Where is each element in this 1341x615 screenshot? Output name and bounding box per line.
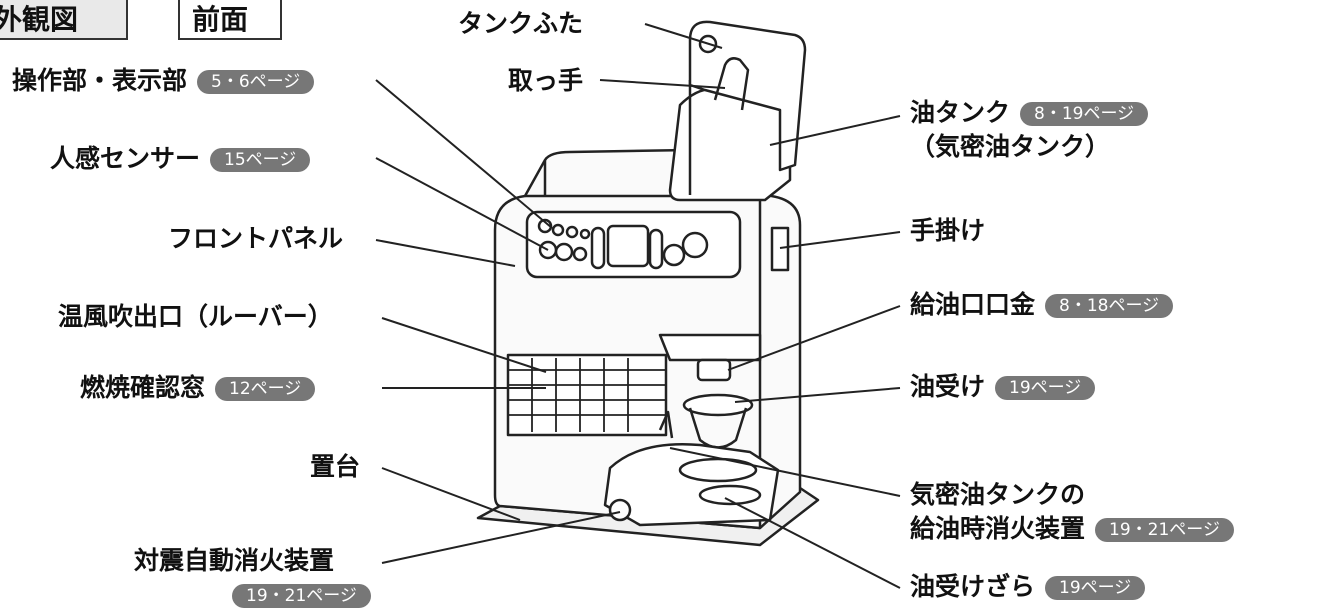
label-tank-device-line1: 気密油タンクの [910, 480, 1086, 509]
label-tank-device-line2: 給油時消火装置 19・21ページ [910, 514, 1234, 544]
sensor-page-ref: 15ページ [210, 148, 311, 172]
oil-receiver-page-ref: 19ページ [995, 376, 1096, 400]
control-panel-text: 操作部・表示部 [12, 66, 188, 95]
quake-device-page-ref: 19・21ページ [232, 584, 371, 608]
tank-device-text: 給油時消火装置 [910, 514, 1086, 543]
figure-title: 外観図 [0, 0, 128, 40]
oil-tank-text: 油タンク [910, 98, 1011, 127]
tank-device-page-ref: 19・21ページ [1095, 518, 1234, 542]
filler-cap-text: 給油口口金 [910, 290, 1036, 319]
label-outlet: 温風吹出口（ルーバー） [58, 302, 333, 331]
oil-receiver-text: 油受け [910, 372, 986, 401]
label-oil-tray: 油受けざら 19ページ [910, 572, 1146, 602]
display-window [606, 224, 650, 268]
label-tank-lid: タンクふた [458, 9, 584, 38]
oil-tank-page-ref: 8・19ページ [1020, 102, 1149, 126]
tank-lid-part [688, 20, 807, 172]
filler-cap-page-ref: 8・18ページ [1045, 294, 1174, 318]
label-sensor: 人感センサー 15ページ [50, 144, 311, 174]
handle-part [713, 57, 750, 111]
label-handle: 取っ手 [508, 66, 584, 95]
control-panel-page-ref: 5・6ページ [197, 70, 315, 94]
label-window: 燃焼確認窓 12ページ [80, 373, 316, 403]
hand-grip-part [770, 226, 790, 272]
view-label: 前面 [178, 0, 282, 40]
sensor-text: 人感センサー [50, 144, 201, 173]
label-oil-tank-sub: （気密油タンク） [910, 132, 1111, 161]
label-front-panel: フロントパネル [168, 224, 344, 253]
oil-tray-text: 油受けざら [910, 572, 1036, 601]
window-text: 燃焼確認窓 [80, 373, 206, 402]
label-control-panel: 操作部・表示部 5・6ページ [12, 66, 315, 96]
label-oil-receiver: 油受け 19ページ [910, 372, 1096, 402]
label-hand-grip: 手掛け [910, 216, 986, 245]
window-page-ref: 12ページ [215, 377, 316, 401]
label-filler-cap: 給油口口金 8・18ページ [910, 290, 1174, 320]
label-stand: 置台 [310, 452, 361, 481]
label-quake-device: 対震自動消火装置 [134, 546, 335, 575]
oil-tray-page-ref: 19ページ [1045, 576, 1146, 600]
label-oil-tank: 油タンク 8・19ページ [910, 98, 1149, 128]
filler-cap-part [696, 358, 732, 382]
